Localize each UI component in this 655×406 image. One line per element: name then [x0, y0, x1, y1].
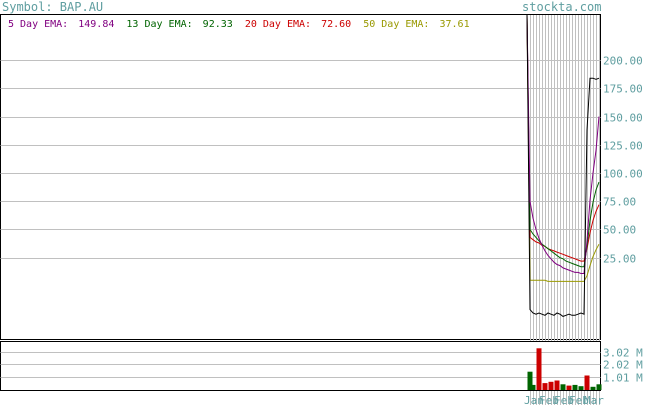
volume-bar [566, 385, 572, 390]
x-tick-label: Feb [569, 394, 589, 406]
volume-bar [578, 386, 584, 390]
volume-bar [548, 381, 554, 390]
volume-y-tick-label: 2.02 M [603, 359, 643, 372]
price-y-tick-label: 150.00 [603, 112, 643, 125]
legend-ema50-label: 50 Day EMA: [363, 19, 429, 30]
brand-label[interactable]: stockta.com [522, 0, 601, 14]
x-tick-label: Mar [584, 394, 604, 406]
price-y-tick-label: 25.00 [603, 253, 636, 266]
x-tick-label: Feb [554, 394, 574, 406]
symbol-label: Symbol: BAP.AU [2, 0, 103, 14]
volume-bar [572, 384, 578, 390]
volume-bar [554, 380, 560, 390]
legend-ema20-label: 20 Day EMA: [245, 19, 311, 30]
volume-y-tick-label: 1.01 M [603, 372, 643, 385]
volume-bar [590, 386, 596, 390]
volume-y-tick-label: 3.02 M [603, 347, 643, 360]
series-line-ema13 [526, 14, 600, 268]
volume-panel: 3.02 M2.02 M1.01 M [0, 341, 643, 391]
volume-panel-frame [0, 341, 601, 391]
legend-ema13-label: 13 Day EMA: [126, 19, 192, 30]
price-series-group [526, 14, 600, 317]
legend-ema50-value: 37.61 [439, 19, 469, 30]
volume-bar [596, 384, 602, 390]
volume-bar [536, 348, 542, 390]
price-y-tick-label: 175.00 [603, 83, 643, 96]
ema-legend: 5 Day EMA: 149.84 13 Day EMA: 92.33 20 D… [8, 19, 470, 30]
price-y-ticks: 200.00 175.00 150.00 125.00 100.00 75.00 50.00… [603, 55, 643, 266]
volume-bar [527, 371, 533, 390]
series-line-price [526, 14, 600, 317]
price-y-tick-label: 75.00 [603, 196, 636, 209]
volume-bar [560, 384, 566, 390]
price-y-tick-label: 50.00 [603, 224, 636, 237]
legend-ema20-value: 72.60 [321, 19, 351, 30]
volume-bars [527, 348, 602, 390]
series-line-ema5 [526, 14, 600, 274]
legend-ema13-value: 92.33 [203, 19, 233, 30]
volume-gridlines [0, 352, 601, 378]
price-panel-frame [0, 14, 601, 340]
price-y-tick-label: 100.00 [603, 168, 643, 181]
price-x-gridlines [530, 15, 600, 405]
volume-y-ticks: 3.02 M2.02 M1.01 M [603, 347, 643, 385]
volume-bar [542, 383, 548, 390]
volume-bar [530, 384, 536, 390]
volume-bar [584, 375, 590, 390]
x-tick-label: Feb [539, 394, 559, 406]
price-y-tick-label: 125.00 [603, 140, 643, 153]
price-y-tick-label: 200.00 [603, 55, 643, 68]
series-line-ema50 [526, 14, 600, 282]
legend-ema5-label: 5 Day EMA: [8, 19, 68, 30]
legend-ema5-value: 149.84 [78, 19, 114, 30]
x-tick-label: Jan [524, 394, 544, 406]
price-gridlines [0, 60, 601, 259]
price-panel: 5 Day EMA: 149.84 13 Day EMA: 92.33 20 D… [0, 14, 643, 405]
